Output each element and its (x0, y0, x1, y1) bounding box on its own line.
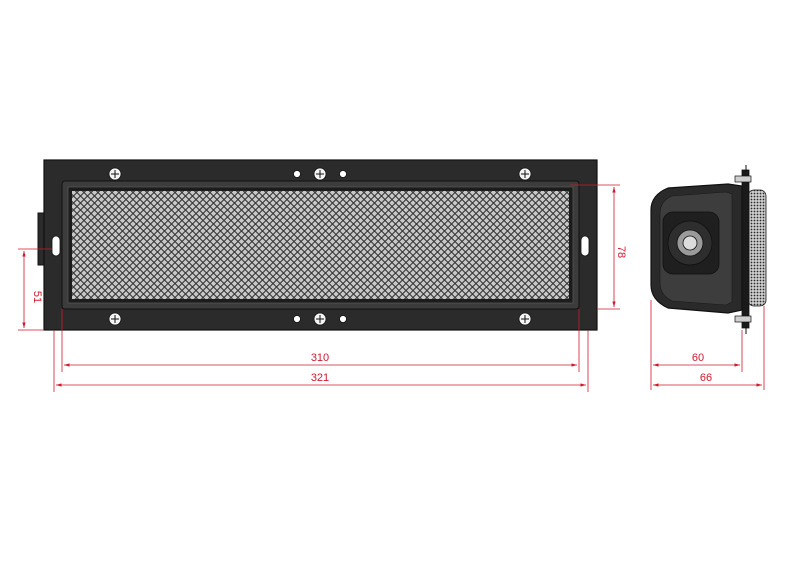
dim-label-66: 66 (700, 372, 712, 384)
screw-top-right (518, 167, 532, 181)
dim-label-310: 310 (311, 352, 329, 364)
dim-label-78: 78 (615, 246, 627, 258)
slot-left (51, 235, 61, 257)
hole-top-left (293, 170, 301, 178)
hole-bottom-right (339, 315, 347, 323)
side-grille-mesh (747, 189, 767, 307)
dim-label-51: 51 (31, 291, 43, 303)
hole-top-right (339, 170, 347, 178)
dim-label-321: 321 (311, 372, 329, 384)
screw-bottom-center (313, 312, 327, 326)
screw-top-center (313, 167, 327, 181)
side-screw-top (734, 175, 752, 183)
speaker-grille-mesh (72, 191, 569, 299)
front-view (37, 159, 598, 331)
side-flange (741, 169, 750, 329)
side-dimensions (650, 300, 765, 390)
grille-shading (72, 191, 569, 299)
dim-label-60: 60 (692, 352, 704, 364)
side-view (650, 165, 767, 334)
front-dimensions (18, 184, 620, 392)
side-screw-bottom (734, 315, 752, 323)
screw-bottom-right (518, 312, 532, 326)
hole-bottom-left (293, 315, 301, 323)
screw-top-left (108, 167, 122, 181)
screw-bottom-left (108, 312, 122, 326)
connector-center (682, 235, 698, 251)
slot-right (580, 235, 590, 257)
